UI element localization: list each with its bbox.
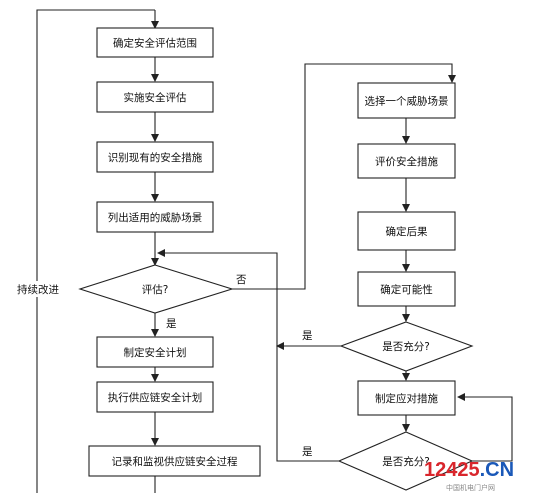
arrow-no-to-select-scenario xyxy=(232,63,456,290)
line-sufficient2-yes-back xyxy=(276,346,339,462)
identify-measures-box xyxy=(96,141,214,173)
connectors xyxy=(36,9,513,493)
watermark-red-text: 12425 xyxy=(424,459,480,481)
record-monitor-text: 记录和监视供应链安全过程 xyxy=(112,455,238,468)
watermark-caption: 中国机电门户网 xyxy=(446,483,495,492)
watermark-blue-text: .CN xyxy=(480,459,514,481)
watermark: 12425.CN 中国机电门户网 xyxy=(424,459,514,492)
right-column: 选择一个威胁场景 评价安全措施 确定后果 确定可能性 是否充分? 制定应对措施 … xyxy=(337,82,474,491)
execute-plan-text: 执行供应链安全计划 xyxy=(108,391,203,404)
assess-decision-text: 评估? xyxy=(142,283,169,296)
determine-consequence-text: 确定后果 xyxy=(386,225,428,238)
assess-decision-diamond xyxy=(78,264,234,314)
evaluate-measures-text: 评价安全措施 xyxy=(375,155,438,168)
make-countermeasures-box xyxy=(357,380,456,416)
yes-assess-label: 是 xyxy=(166,318,177,330)
continuous-improvement-label: 持续改进 xyxy=(17,283,59,296)
continuous-improvement-label-bg xyxy=(13,281,63,297)
edge-labels: 持续改进 否 是 是 是 xyxy=(13,274,313,458)
make-countermeasures-text: 制定应对措施 xyxy=(375,392,438,405)
sufficient-decision-1-diamond xyxy=(339,321,474,372)
no-label: 否 xyxy=(236,274,247,286)
yes-sufficient-2-label: 是 xyxy=(302,446,313,458)
evaluate-measures-box xyxy=(357,143,456,179)
identify-measures-text: 识别现有的安全措施 xyxy=(108,151,203,164)
yes-sufficient-1-label: 是 xyxy=(302,330,313,342)
sufficient-decision-2-text: 是否充分? xyxy=(382,455,430,468)
list-scenarios-text: 列出适用的威胁场景 xyxy=(108,211,203,224)
define-scope-box xyxy=(96,27,214,58)
record-monitor-box xyxy=(88,445,261,477)
list-scenarios-box xyxy=(96,201,214,233)
arrow-sufficient2-no-loop xyxy=(457,393,513,462)
select-scenario-text: 选择一个威胁场景 xyxy=(365,95,449,108)
select-scenario-box xyxy=(357,82,456,119)
sufficient-decision-1-text: 是否充分? xyxy=(382,340,430,353)
determine-likelihood-box xyxy=(357,271,456,307)
make-plan-text: 制定安全计划 xyxy=(124,346,187,359)
implement-assessment-box xyxy=(96,81,214,113)
determine-consequence-box xyxy=(357,211,456,251)
make-plan-box xyxy=(96,336,214,368)
arrow-return-to-assess xyxy=(157,249,278,346)
define-scope-text: 确定安全评估范围 xyxy=(113,37,197,50)
left-column: 确定安全评估范围 实施安全评估 识别现有的安全措施 列出适用的威胁场景 评估? … xyxy=(78,27,261,477)
watermark-logo: 12425.CN xyxy=(424,459,514,481)
implement-assessment-text: 实施安全评估 xyxy=(124,91,187,104)
determine-likelihood-text: 确定可能性 xyxy=(380,283,433,296)
sufficient-decision-2-diamond xyxy=(337,431,474,491)
execute-plan-box xyxy=(96,381,214,413)
continuous-improvement-loop xyxy=(36,9,155,493)
